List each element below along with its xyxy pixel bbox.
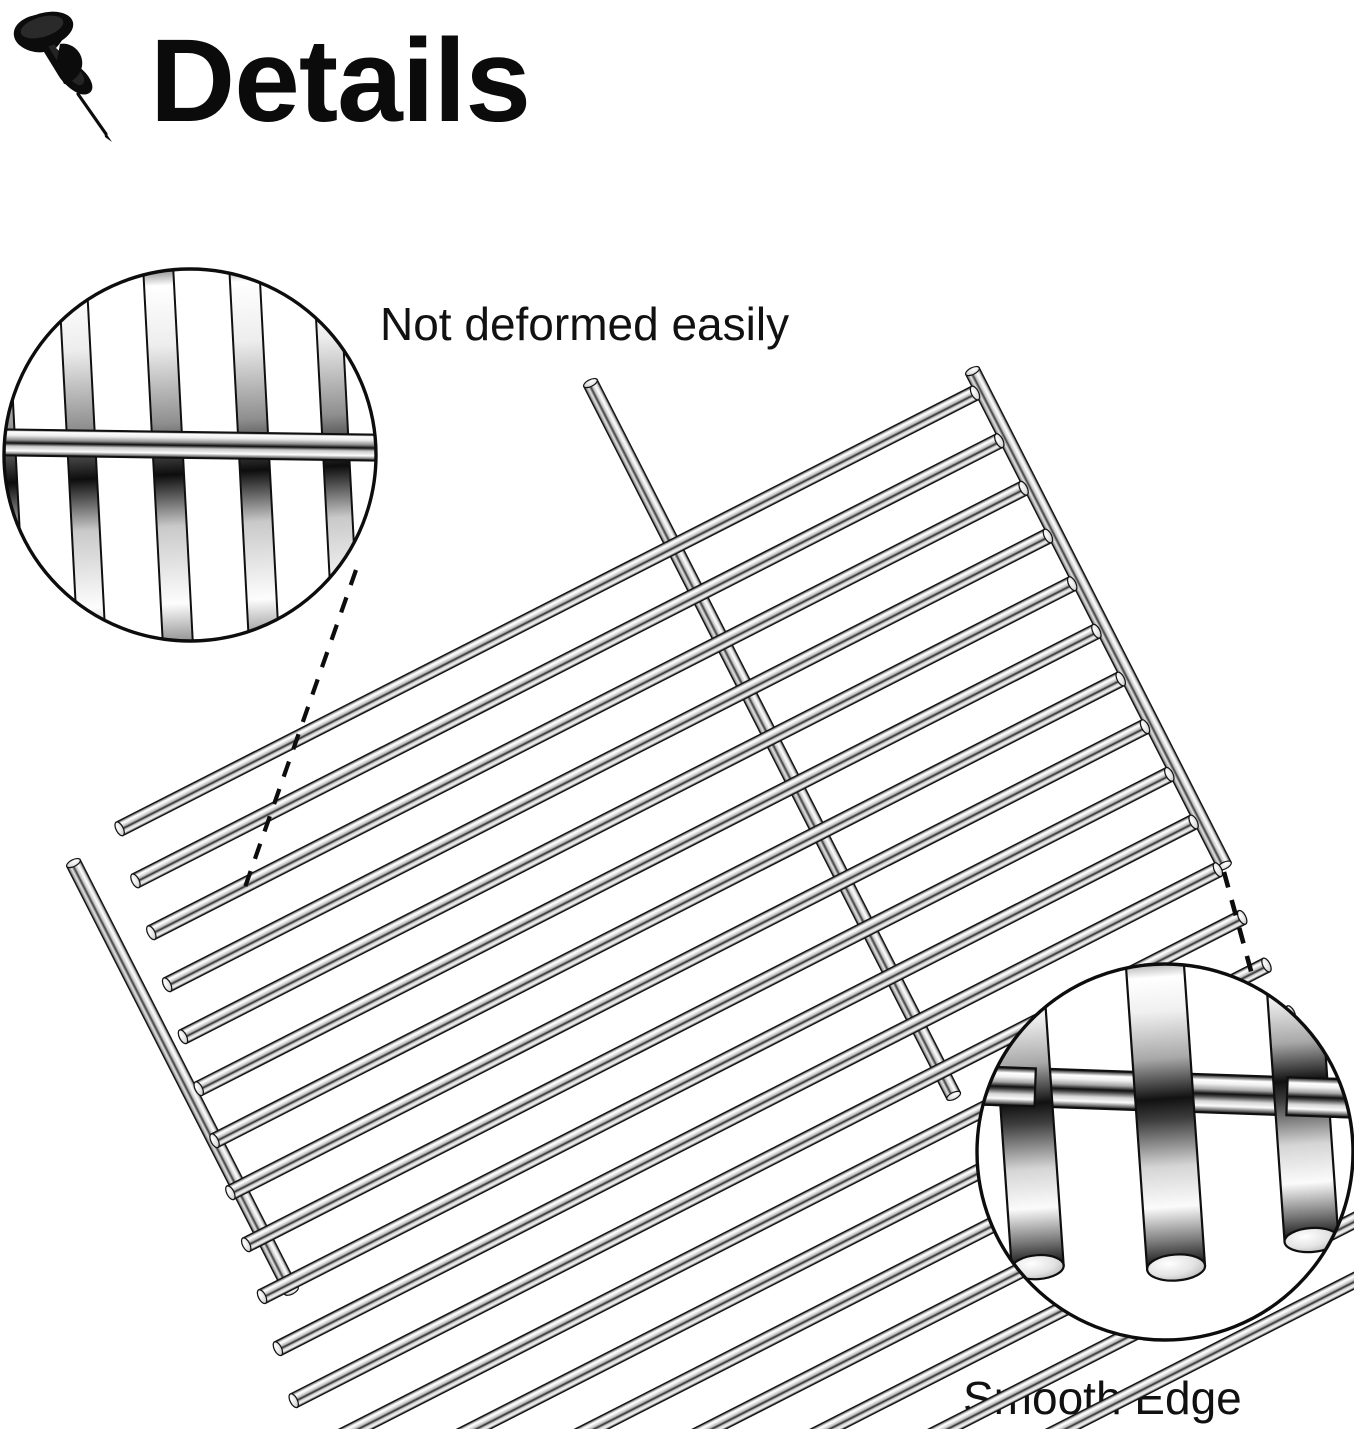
grate-main-rod (114, 385, 981, 837)
callout-label-not-deformed: Not deformed easily (380, 298, 790, 350)
grate-main-rod (177, 576, 1078, 1045)
magnifier-circle-weld-joint (2, 267, 378, 643)
grate-main-rod (400, 1243, 1354, 1429)
pushpin-icon (13, 11, 112, 142)
grate-main-rod (225, 719, 1151, 1201)
grate-main-rod (256, 814, 1199, 1305)
grate-main-rod (130, 433, 1005, 889)
magnifier-circle-rod-end (975, 962, 1354, 1342)
grate-main-rod (146, 480, 1029, 941)
page-title: Details (150, 15, 531, 147)
leader-line-smooth-edge (1221, 871, 1257, 983)
grate-main-rod (240, 766, 1175, 1253)
grate-main-rod (272, 862, 1224, 1357)
grate-main-rod (209, 671, 1127, 1149)
grate-main-rod (193, 623, 1102, 1097)
grate-main-rod (288, 909, 1248, 1409)
grate-main-rod (161, 528, 1054, 993)
